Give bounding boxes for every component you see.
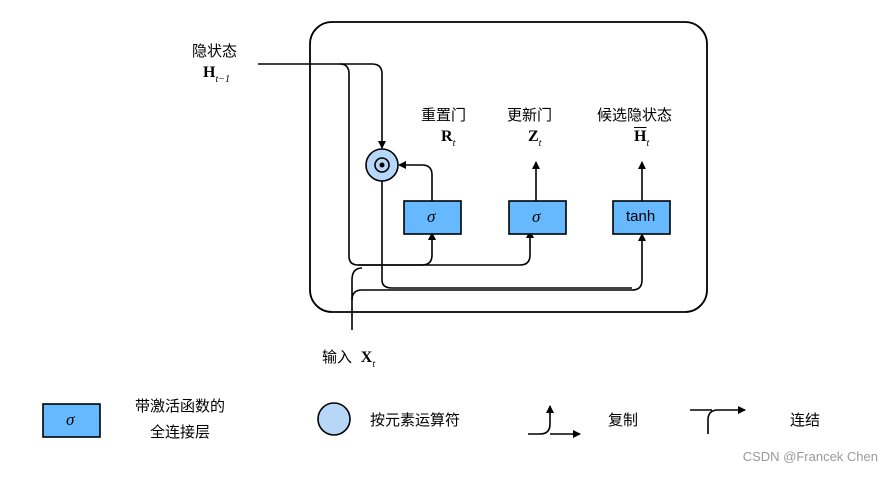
update-gate-symbol: Zt bbox=[528, 128, 542, 149]
hidden-state-symbol-h: H bbox=[203, 64, 216, 81]
reset-sub: t bbox=[452, 138, 456, 149]
input-line bbox=[351, 267, 363, 330]
candidate-label: 候选隐状态 bbox=[597, 106, 673, 124]
reset-gate-box bbox=[403, 200, 462, 235]
legend-op-circle bbox=[317, 402, 351, 436]
input-label: 输入 bbox=[322, 348, 353, 366]
op-output-line bbox=[381, 181, 632, 289]
legend-concat-label: 连结 bbox=[790, 411, 821, 429]
update-gate-box bbox=[508, 200, 567, 235]
update-gate-label: 更新门 bbox=[507, 106, 553, 124]
legend-op-label: 按元素运算符 bbox=[370, 411, 461, 429]
reset-gate-symbol: Rt bbox=[441, 128, 456, 149]
update-sub: t bbox=[538, 138, 542, 149]
gru-cell-box bbox=[309, 21, 708, 313]
concat-arrow-icon bbox=[707, 406, 746, 434]
legend-fc-box bbox=[42, 403, 101, 438]
input-symbol-x: X bbox=[360, 349, 373, 366]
elementwise-op-dot bbox=[379, 162, 385, 168]
reset-output-line bbox=[398, 161, 433, 201]
legend-copy-label: 复制 bbox=[608, 411, 639, 429]
candidate-gate-tanh: tanh bbox=[626, 208, 656, 225]
candidate-sub: t bbox=[646, 138, 650, 149]
input-label-row: 输入 Xt bbox=[322, 346, 376, 370]
hidden-state-line bbox=[258, 63, 386, 149]
reset-concat-line bbox=[358, 232, 436, 266]
reset-gate-label: 重置门 bbox=[421, 106, 467, 124]
legend-fc-sigma: σ bbox=[66, 410, 75, 429]
watermark: CSDN @Francek Chen bbox=[742, 449, 878, 464]
candidate-gate-box bbox=[612, 200, 671, 235]
legend-fc-label-2: 全连接层 bbox=[150, 423, 211, 441]
reset-gate-sigma: σ bbox=[427, 207, 436, 226]
candidate-symbol-h: H bbox=[634, 128, 647, 145]
update-symbol-z: Z bbox=[528, 128, 539, 145]
legend-fc-label-1: 带激活函数的 bbox=[135, 397, 226, 415]
hidden-state-branch bbox=[339, 63, 534, 266]
candidate-symbol: Ht bbox=[634, 128, 650, 149]
input-branch-tanh bbox=[351, 233, 646, 301]
input-sub: t bbox=[372, 359, 376, 370]
copy-arrow-icon bbox=[528, 405, 554, 435]
elementwise-op-ring bbox=[374, 157, 390, 173]
hidden-state-symbol: Ht−1 bbox=[203, 64, 230, 85]
update-gate-sigma: σ bbox=[532, 207, 541, 226]
hidden-state-label: 隐状态 bbox=[192, 42, 238, 60]
hidden-state-sub: t−1 bbox=[215, 74, 230, 85]
reset-symbol-r: R bbox=[441, 128, 453, 145]
